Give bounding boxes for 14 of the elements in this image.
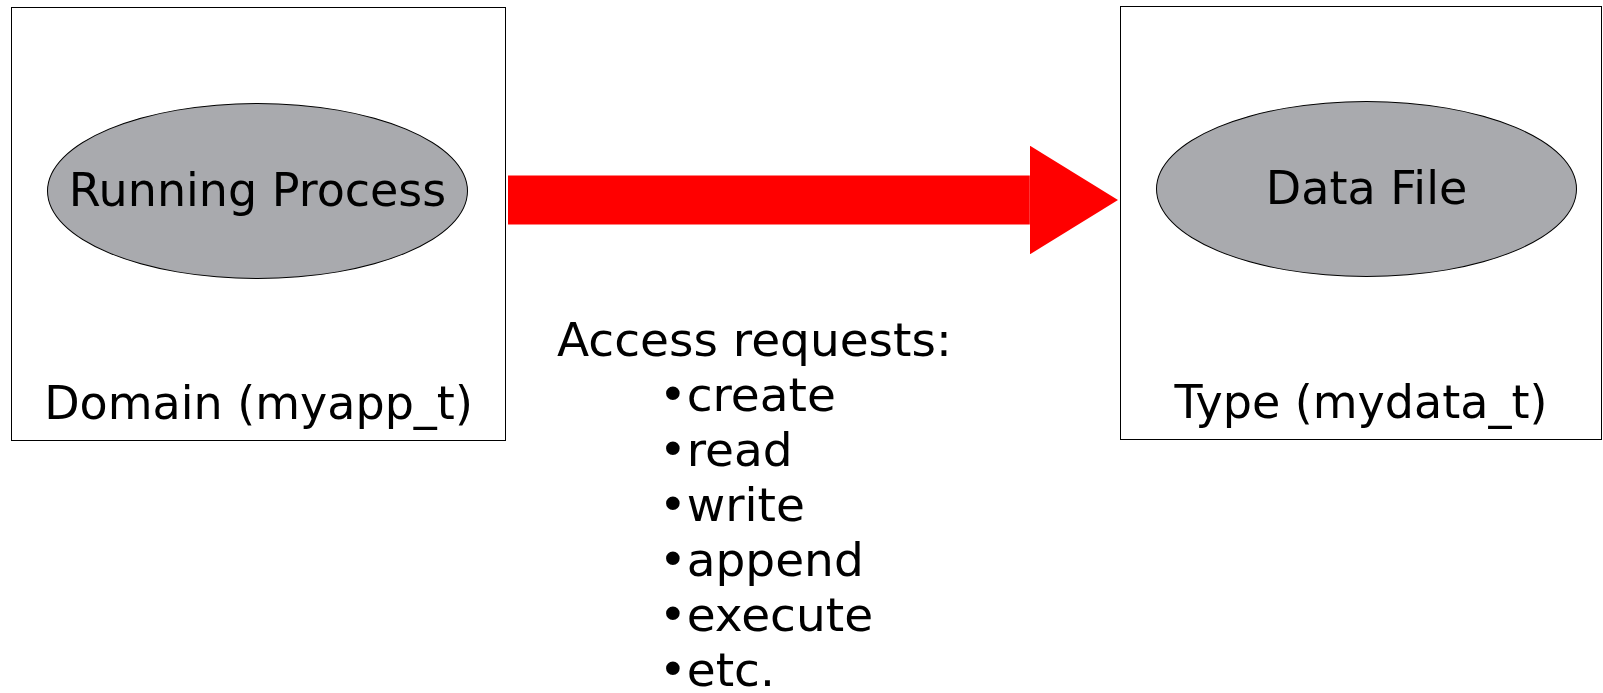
list-item: •read <box>659 422 793 477</box>
list-item: •append <box>659 532 864 587</box>
ellipse: Running Process <box>47 103 468 279</box>
list-item: •execute <box>659 587 874 642</box>
ellipse: Data File <box>1156 101 1577 277</box>
list-item: •write <box>659 477 805 532</box>
list-item: •create <box>659 367 836 422</box>
list-item: •etc. <box>659 642 775 693</box>
domain-box <box>1120 6 1602 440</box>
domain-box <box>11 7 506 441</box>
arrow <box>508 145 1118 255</box>
box-label: Domain (myapp_t) <box>43 374 474 432</box>
box-label: Type (mydata_t) <box>1173 373 1549 431</box>
list-heading: Access requests: <box>557 312 952 367</box>
